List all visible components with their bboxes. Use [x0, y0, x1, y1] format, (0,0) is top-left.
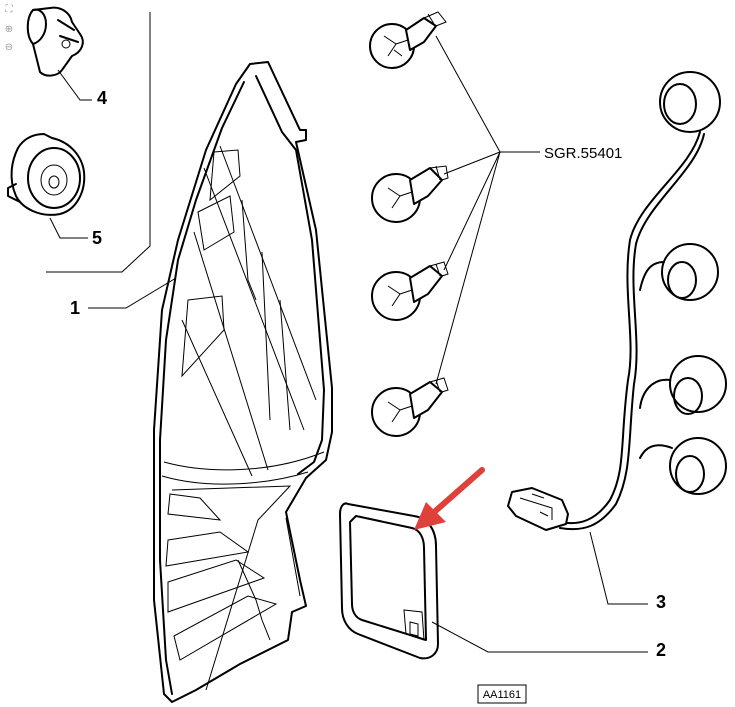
callout-4: 4: [97, 88, 107, 108]
zoom-out-icon[interactable]: ⊖: [4, 42, 14, 53]
leader-line-3: [589, 531, 648, 605]
bulb-leader-lines: [435, 35, 540, 385]
leader-line-5: [49, 217, 88, 239]
callout-1: 1: [70, 298, 80, 318]
red-pointer-arrow: [414, 467, 485, 530]
drawing-code: AA1161: [483, 689, 521, 701]
part-5-bulb-socket[interactable]: [7, 133, 86, 216]
callout-5: 5: [92, 228, 102, 248]
bulb-4[interactable]: [371, 377, 449, 437]
bulb-reference-label: SGR.55401: [544, 145, 622, 162]
part-3-wiring-harness[interactable]: [507, 71, 727, 531]
part-1-tail-lamp[interactable]: [153, 61, 333, 703]
leader-line-2: [431, 621, 648, 653]
group-bracket-line: [46, 12, 151, 273]
zoom-in-icon[interactable]: ⊕: [4, 24, 14, 35]
callout-2: 2: [656, 640, 666, 660]
drawing-code-box: AA1161: [477, 684, 527, 704]
part-2-gasket[interactable]: [339, 502, 439, 660]
bulb-2[interactable]: [371, 165, 449, 223]
callout-3: 3: [656, 592, 666, 612]
bulb-1[interactable]: [369, 11, 447, 69]
leader-line-4: [57, 69, 92, 101]
part-4-bulb-holder[interactable]: [26, 6, 84, 77]
leader-line-1: [88, 277, 177, 309]
fit-page-icon[interactable]: ⛶: [5, 4, 13, 15]
bulb-3[interactable]: [371, 261, 449, 321]
